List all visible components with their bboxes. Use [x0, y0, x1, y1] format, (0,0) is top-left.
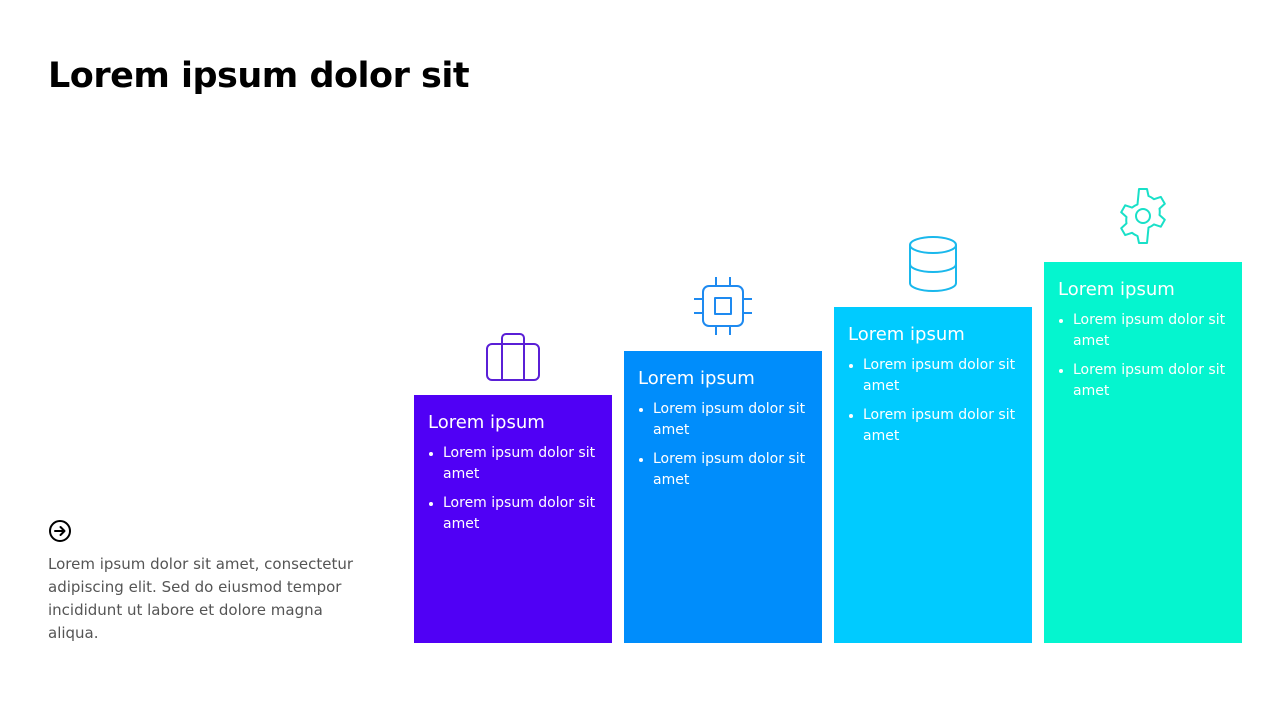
step-title: Lorem ipsum: [1058, 279, 1175, 300]
cpu-chip-icon: [694, 277, 752, 335]
bullet-item: Lorem ipsum dolor sit amet: [428, 493, 598, 535]
step-title: Lorem ipsum: [848, 324, 965, 345]
bullet-item: Lorem ipsum dolor sit amet: [638, 449, 808, 491]
suitcase-icon: [486, 333, 540, 381]
arrow-right-circle-icon: [49, 520, 71, 542]
step-card-2: Lorem ipsum Lorem ipsum dolor sit amet L…: [624, 351, 822, 643]
slide-title: Lorem ipsum dolor sit: [48, 56, 470, 96]
step-bullets: Lorem ipsum dolor sit amet Lorem ipsum d…: [848, 355, 1018, 447]
gear-icon: [1120, 188, 1166, 244]
step-card-3: Lorem ipsum Lorem ipsum dolor sit amet L…: [834, 307, 1032, 643]
step-bullets: Lorem ipsum dolor sit amet Lorem ipsum d…: [428, 443, 598, 535]
bullet-item: Lorem ipsum dolor sit amet: [1058, 310, 1228, 352]
step-bullets: Lorem ipsum dolor sit amet Lorem ipsum d…: [1058, 310, 1228, 402]
bullet-item: Lorem ipsum dolor sit amet: [848, 355, 1018, 397]
database-icon: [909, 236, 957, 293]
step-bullets: Lorem ipsum dolor sit amet Lorem ipsum d…: [638, 399, 808, 491]
sidebar-note: Lorem ipsum dolor sit amet, consectetur …: [48, 519, 358, 645]
step-title: Lorem ipsum: [638, 368, 755, 389]
bullet-item: Lorem ipsum dolor sit amet: [638, 399, 808, 441]
bullet-item: Lorem ipsum dolor sit amet: [848, 405, 1018, 447]
bullet-item: Lorem ipsum dolor sit amet: [1058, 360, 1228, 402]
step-title: Lorem ipsum: [428, 412, 545, 433]
sidebar-description: Lorem ipsum dolor sit amet, consectetur …: [48, 555, 354, 642]
bullet-item: Lorem ipsum dolor sit amet: [428, 443, 598, 485]
step-card-4: Lorem ipsum Lorem ipsum dolor sit amet L…: [1044, 262, 1242, 643]
step-card-1: Lorem ipsum Lorem ipsum dolor sit amet L…: [414, 395, 612, 643]
